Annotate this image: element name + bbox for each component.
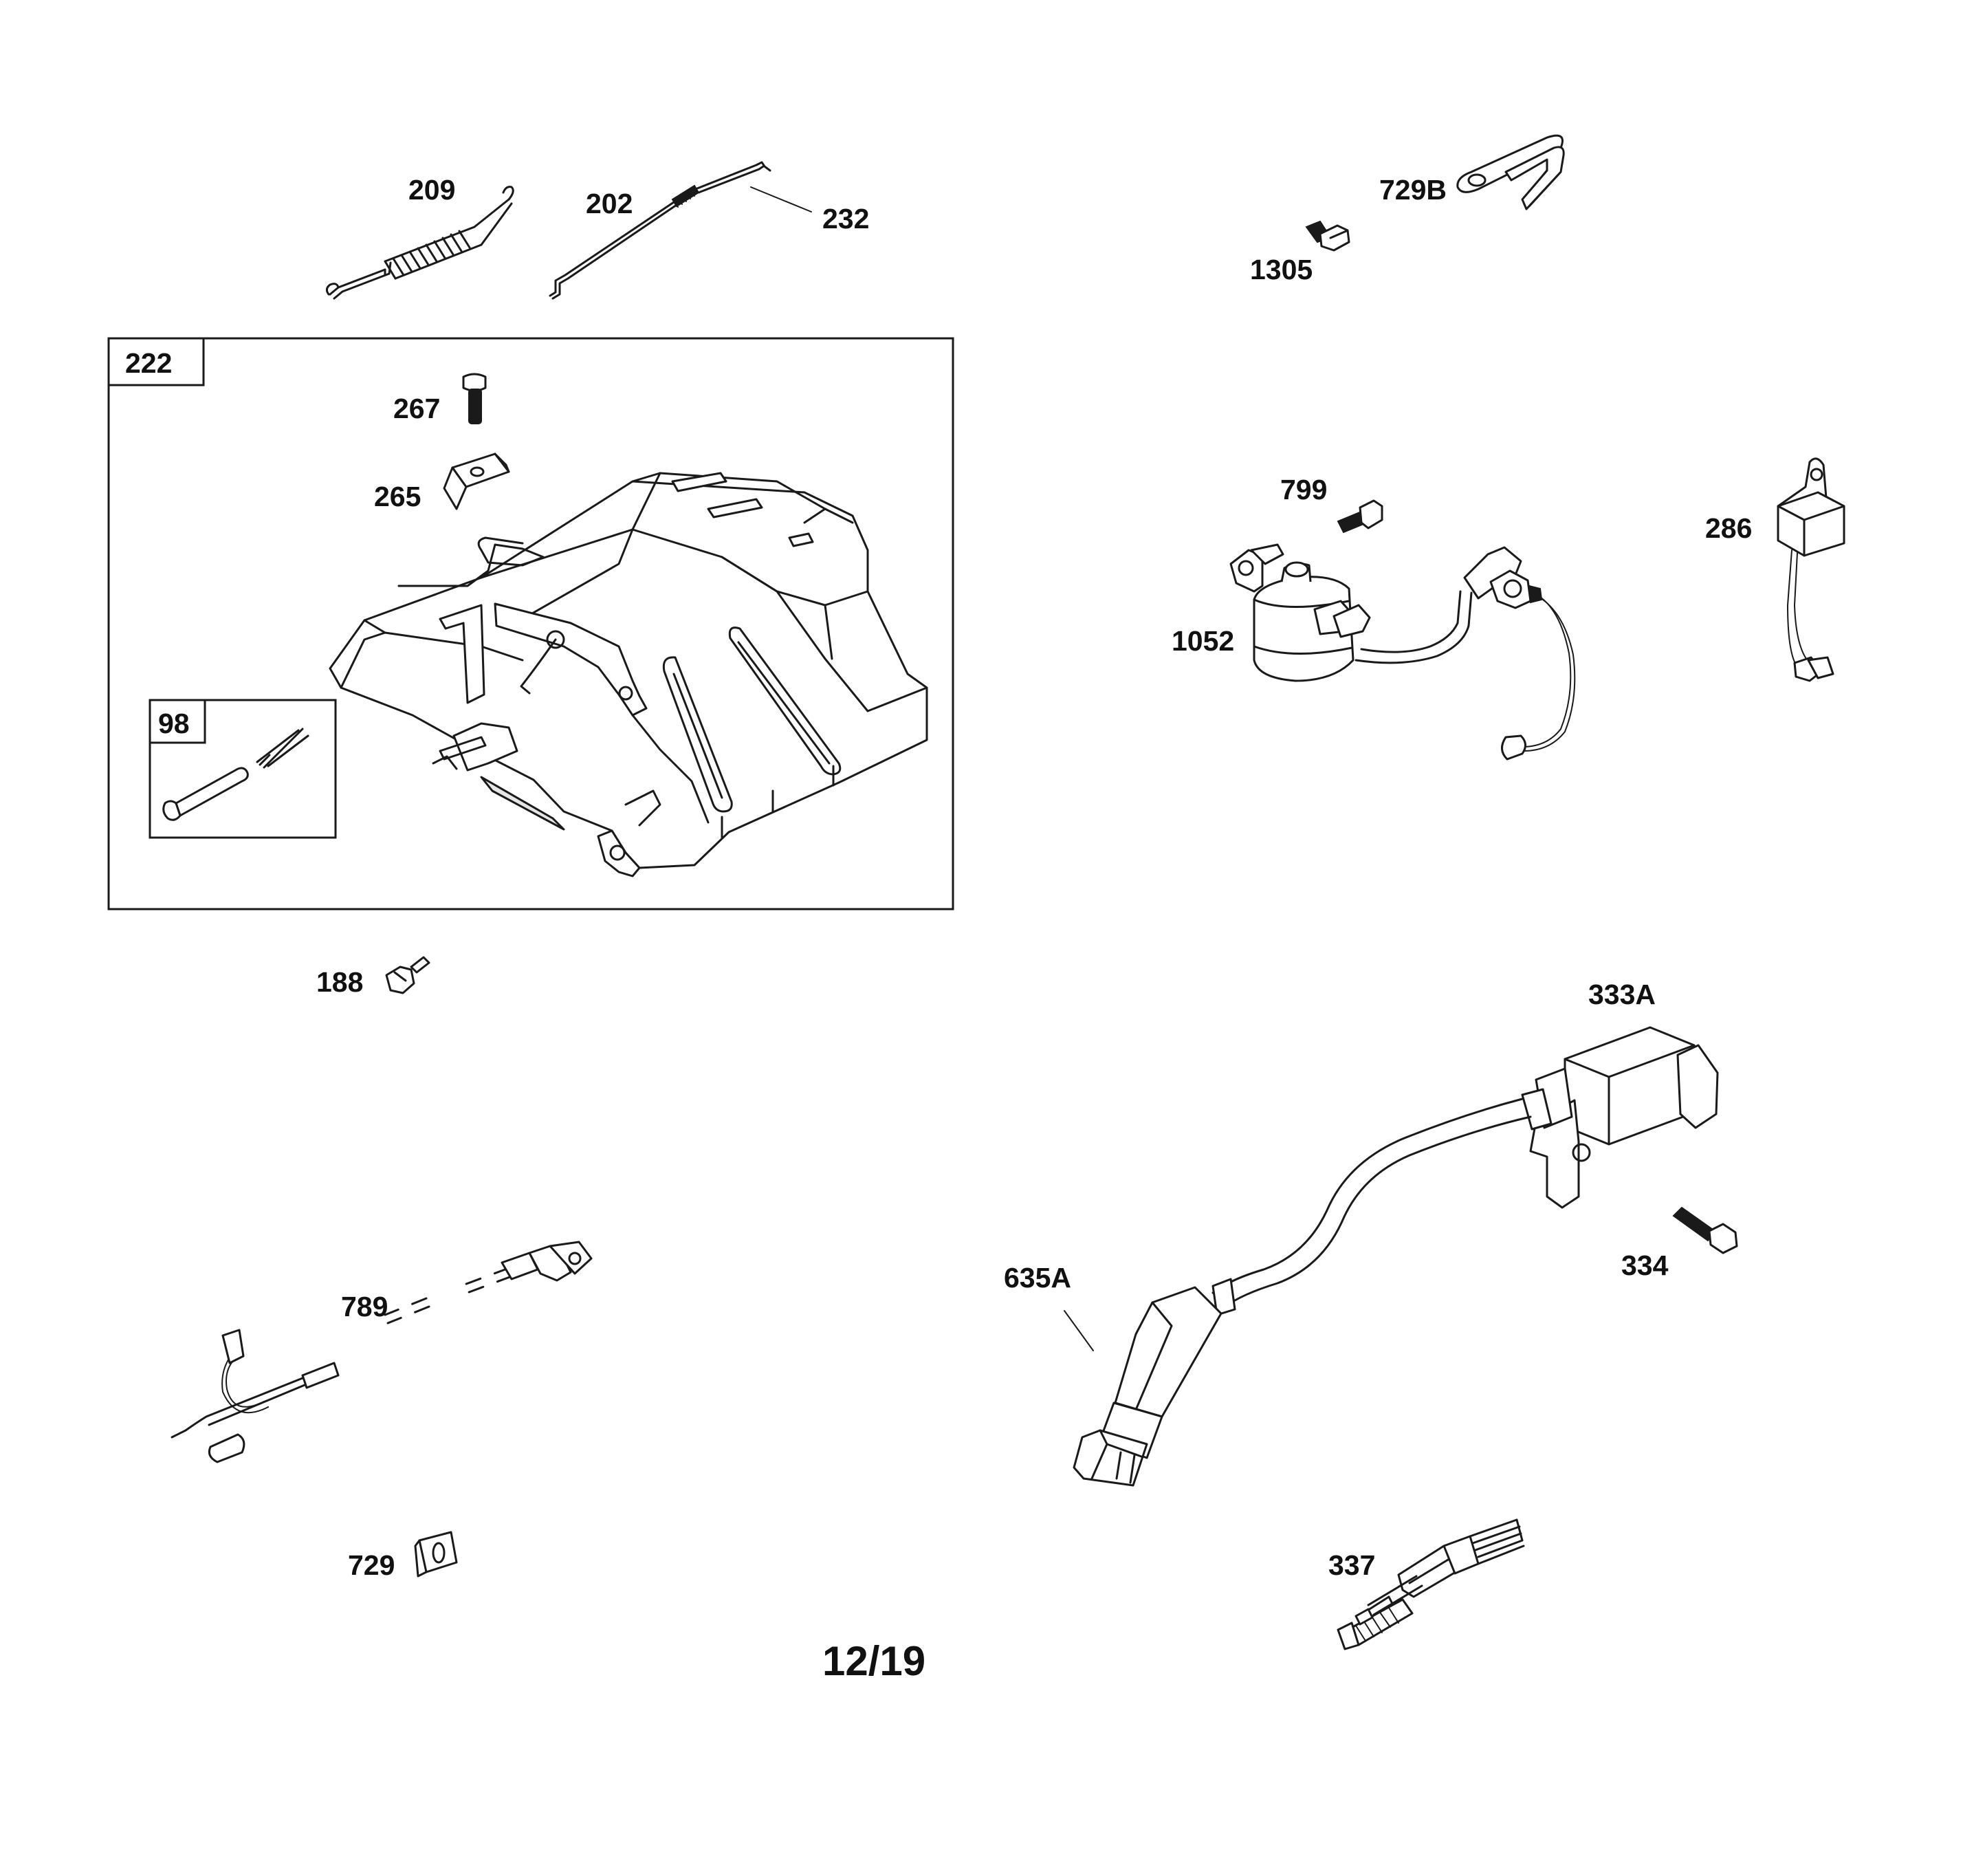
part-98-pin-spring (162, 728, 309, 821)
part-188-screw (385, 956, 430, 994)
part-286-module (1777, 457, 1845, 682)
callout-1052: 1052 (1172, 625, 1234, 657)
part-209-spring (325, 186, 514, 300)
callout-337: 337 (1328, 1549, 1375, 1581)
part-1052-solenoid (1229, 543, 1576, 761)
group-tag-98 (149, 699, 206, 744)
part-799-bolt (1337, 499, 1383, 534)
group-box-98 (149, 699, 337, 839)
part-729-clip (414, 1531, 458, 1578)
callout-98: 98 (158, 708, 190, 739)
leader-635a (1064, 1310, 1094, 1351)
part-202-rod (549, 161, 771, 300)
callout-188: 188 (316, 966, 363, 998)
callout-232: 232 (822, 203, 869, 235)
part-635a-spark-plug-lead (1073, 1098, 1532, 1487)
part-337-spark-plug (1337, 1518, 1525, 1650)
leader-232 (750, 186, 812, 212)
part-729b-clamp (1456, 134, 1565, 210)
callout-265: 265 (374, 481, 421, 512)
part-333a-ignition-coil (1521, 1026, 1719, 1209)
page-label: 12/19 (822, 1638, 925, 1684)
group-box-222 (107, 337, 954, 910)
part-222-governor-plate (329, 472, 928, 877)
callout-635a: 635A (1004, 1262, 1071, 1294)
callout-789: 789 (341, 1291, 388, 1322)
part-265-clip (443, 452, 510, 510)
part-789-wire (171, 1241, 593, 1463)
callout-286: 286 (1705, 512, 1752, 544)
callout-222: 222 (125, 347, 172, 379)
callout-729: 729 (348, 1549, 395, 1581)
part-267-bolt (462, 373, 487, 424)
callout-209: 209 (408, 174, 455, 206)
callout-1305: 1305 (1250, 254, 1313, 285)
part-334-bolt (1672, 1206, 1738, 1254)
part-1305-screw (1305, 220, 1350, 252)
group-tag-222 (107, 337, 205, 386)
callout-334: 334 (1621, 1250, 1669, 1281)
callout-799: 799 (1280, 474, 1327, 505)
callout-729b: 729B (1379, 174, 1447, 206)
callout-202: 202 (586, 188, 633, 219)
callout-333a: 333A (1588, 979, 1656, 1010)
callout-267: 267 (393, 393, 440, 424)
